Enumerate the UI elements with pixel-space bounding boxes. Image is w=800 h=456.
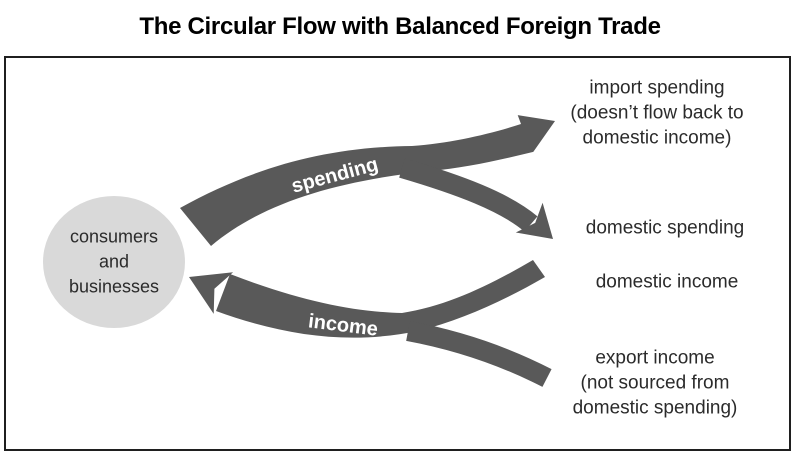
income-arrow-body [216, 260, 545, 338]
spending-arrow-body [180, 115, 555, 246]
import-spending-line2: (doesn’t flow back to [570, 102, 744, 124]
spending-domestic-arrowhead [515, 202, 553, 239]
export-income-label: export income (not sourced from domestic… [573, 346, 738, 421]
spending-domestic-branch [399, 158, 538, 232]
import-spending-line3: domestic income) [582, 127, 732, 149]
domestic-spending-label: domestic spending [585, 217, 745, 239]
domestic-income-label: domestic income [595, 271, 739, 293]
export-income-line3: domestic spending) [572, 397, 738, 419]
hub-circle [43, 196, 185, 328]
diagram-title: The Circular Flow with Balanced Foreign … [139, 13, 661, 40]
income-export-branch [406, 321, 552, 387]
import-spending-label: import spending (doesn’t flow back to do… [570, 76, 743, 151]
hub-label-line2: and [98, 251, 130, 272]
income-arrowhead [189, 272, 234, 314]
export-income-line1: export income [595, 347, 715, 369]
import-spending-line1: import spending [589, 77, 725, 99]
hub-label-line3: businesses [68, 276, 160, 297]
hub-label-line1: consumers [69, 226, 159, 247]
hub-label: consumers and businesses [69, 225, 159, 300]
export-income-line2: (not sourced from [580, 372, 730, 394]
